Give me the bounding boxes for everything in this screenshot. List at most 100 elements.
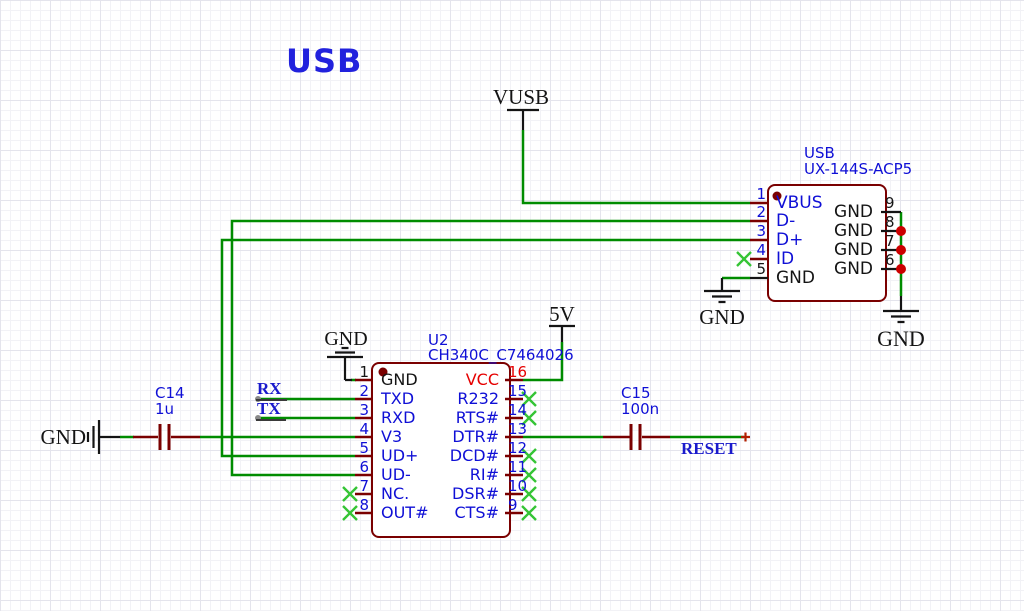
gnd-symbol-usb-pin5[interactable] [704,278,740,304]
c15-capacitor-symbol[interactable] [629,424,642,450]
gnd-label-usb-pin5[interactable]: GND [699,305,745,329]
u2-pin-number-6[interactable]: 6 [359,458,369,476]
u2-pin-name-out[interactable]: OUT# [381,503,429,522]
usb-pin-number-1[interactable]: 1 [756,185,766,203]
usb-pin-name-dplus[interactable]: D+ [776,230,804,250]
u2-pin-name-dtr[interactable]: DTR# [452,427,499,446]
usb-pin-number-6[interactable]: 6 [885,251,895,269]
no-connect-x-u2-pin15[interactable] [521,391,537,407]
u2-pin-number-8[interactable]: 8 [359,496,369,514]
gnd-symbol-left[interactable] [86,420,120,454]
u2-pin-name-rts[interactable]: RTS# [455,408,499,427]
vusb-power-label[interactable]: VUSB [492,85,550,109]
gnd-symbol-usb-shield[interactable] [883,296,919,324]
no-connect-x-u2-pin9[interactable] [521,505,537,521]
u2-pin-number-1[interactable]: 1 [359,363,369,381]
no-connect-x-u2-pin8[interactable] [342,505,358,521]
c15-ref[interactable]: C15 [621,384,651,402]
net-label-tx[interactable]: TX [256,399,286,421]
usb-pin-name-gnd7[interactable]: GND [834,240,873,260]
usb-pin-name-gnd[interactable]: GND [776,268,815,288]
reset-wire-end-marker[interactable] [741,432,750,442]
gnd-label-u2-pin1[interactable]: GND [324,328,368,350]
u2-left-pin-stubs[interactable] [355,378,373,515]
usb-pin-name-vbus[interactable]: VBUS [776,193,823,213]
u2-pin-name-vcc[interactable]: VCC [465,370,499,389]
junction-dot[interactable] [896,245,906,255]
usb-connector-ref[interactable]: USB [804,144,835,162]
u2-ref[interactable]: U2 [428,331,449,349]
u2-pin-name-dsr[interactable]: DSR# [452,484,499,503]
no-connect-x-u2-pin10[interactable] [521,486,537,502]
net-label-reset[interactable]: RESET [681,439,737,458]
wire-vusb-to-vbus[interactable] [521,130,750,205]
no-connect-x-u2-pin12[interactable] [521,448,537,464]
u2-pin-number-15[interactable]: 15 [508,382,528,400]
c14-value[interactable]: 1u [155,400,175,418]
u2-pin-name-rxd[interactable]: RXD [381,408,416,427]
u2-pin-number-13[interactable]: 13 [508,420,528,438]
usb-right-pin-stubs[interactable] [881,210,901,271]
c15-value[interactable]: 100n [621,400,660,418]
u2-pin-number-16[interactable]: 16 [508,363,528,381]
u2-part[interactable]: CH340C_C7464026 [428,346,574,364]
usb-pin-name-id[interactable]: ID [776,249,795,269]
no-connect-x-u2-pin11[interactable] [521,467,537,483]
no-connect-x-u2-pin7[interactable] [342,486,358,502]
usb-pin-number-4[interactable]: 4 [756,241,766,259]
u2-pin-number-10[interactable]: 10 [508,477,528,495]
5v-power-flag-symbol[interactable] [549,324,575,342]
no-connect-x-usb-pin4[interactable] [736,251,752,267]
5v-power-label[interactable]: 5V [549,302,575,326]
u2-pin-number-7[interactable]: 7 [359,477,369,495]
u2-pin-number-3[interactable]: 3 [359,401,369,419]
vusb-power-flag-symbol[interactable] [507,108,539,130]
net-label-rx[interactable]: RX [256,379,287,401]
usb-pin-number-5[interactable]: 5 [756,260,766,278]
usb-pin-number-9[interactable]: 9 [885,194,895,212]
u2-pin-name-ri[interactable]: RI# [469,465,499,484]
wire-dminus-to-udminus[interactable] [230,219,750,477]
usb-pin-name-gnd6[interactable]: GND [834,259,873,279]
junction-dot[interactable] [896,264,906,274]
u2-pin-number-4[interactable]: 4 [359,420,369,438]
usb-pin-name-gnd9[interactable]: GND [834,202,873,222]
wires [120,130,903,477]
u2-pin-number-14[interactable]: 14 [508,401,528,419]
junction-dot[interactable] [896,226,906,236]
u2-pin-name-txd[interactable]: TXD [381,389,415,408]
u2-pin-number-11[interactable]: 11 [508,458,528,476]
u2-pin-name-nc[interactable]: NC. [381,484,410,503]
u2-chip-body[interactable] [371,362,511,538]
usb-pin-name-dminus[interactable]: D- [776,211,796,231]
no-connect-x-u2-pin14[interactable] [521,410,537,426]
usb-pin-number-3[interactable]: 3 [756,222,766,240]
c14-ref[interactable]: C14 [155,384,185,402]
u2-pin-name-gnd[interactable]: GND [381,370,418,389]
u2-pin-number-12[interactable]: 12 [508,439,528,457]
u2-pin-name-v3[interactable]: V3 [381,427,403,446]
usb-pin-name-gnd8[interactable]: GND [834,221,873,241]
sheet-title[interactable]: USB [286,42,363,80]
u2-right-pin-stubs[interactable] [505,378,523,515]
u2-pin-number-9[interactable]: 9 [508,496,518,514]
usb-pin-number-8[interactable]: 8 [885,213,895,231]
u2-pin-name-r232[interactable]: R232 [457,389,499,408]
u2-pin-name-dcd[interactable]: DCD# [449,446,499,465]
usb-connector-body[interactable] [767,184,887,302]
usb-pin-number-7[interactable]: 7 [885,232,895,250]
u2-pin-name-udplus[interactable]: UD+ [381,446,419,465]
gnd-symbol-u2-pin1[interactable] [327,346,363,382]
usb-connector-part[interactable]: UX-144S-ACP5 [804,160,913,178]
u2-pin-name-udminus[interactable]: UD- [381,465,411,484]
u2-pin-name-cts[interactable]: CTS# [454,503,499,522]
u2-pin-number-2[interactable]: 2 [359,382,369,400]
usb-pin-number-2[interactable]: 2 [756,203,766,221]
wire-vcc-to-5v[interactable] [523,342,564,382]
gnd-label-left[interactable]: GND [40,425,87,449]
wire-dplus-to-udplus[interactable] [220,238,750,458]
u2-pin-number-5[interactable]: 5 [359,439,369,457]
usb-connector-left-pin-stubs[interactable] [750,201,768,261]
gnd-label-usb-shield[interactable]: GND [877,326,925,351]
c14-capacitor-symbol[interactable] [158,424,171,450]
